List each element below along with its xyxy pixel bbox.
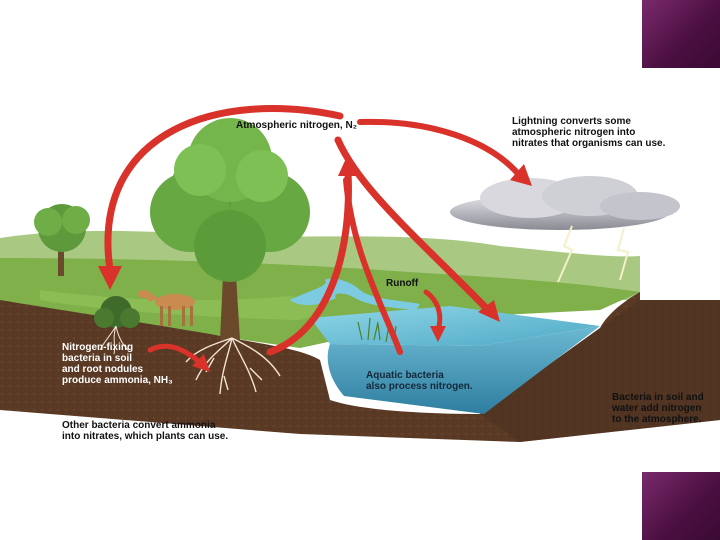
label-lightning: Lightning converts some atmospheric nitr… xyxy=(512,116,665,149)
label-other-bacteria: Other bacteria convert ammonia into nitr… xyxy=(62,420,228,442)
label-nitrogen-fixing: Nitrogen-fixing bacteria in soil and roo… xyxy=(62,342,173,386)
label-runoff: Runoff xyxy=(386,278,418,289)
storm-cloud xyxy=(450,176,680,230)
label-aquatic-bacteria: Aquatic bacteria also process nitrogen. xyxy=(366,370,473,392)
label-runoff-text: Runoff xyxy=(386,278,418,289)
label-fixing-line-2: bacteria in soil xyxy=(62,353,173,364)
label-aquatic-line-1: Aquatic bacteria xyxy=(366,370,473,381)
label-bacteria-soil-line-3: to the atmosphere. xyxy=(612,414,704,425)
label-lightning-line-3: nitrates that organisms can use. xyxy=(512,138,665,149)
label-bacteria-soil-line-2: water add nitrogen xyxy=(612,403,704,414)
label-fixing-line-4: produce ammonia, NH₃ xyxy=(62,375,173,386)
label-aquatic-line-2: also process nitrogen. xyxy=(366,381,473,392)
label-bacteria-soil-line-1: Bacteria in soil and xyxy=(612,392,704,403)
label-lightning-line-2: atmospheric nitrogen into xyxy=(512,127,665,138)
label-other-bacteria-line-2: into nitrates, which plants can use. xyxy=(62,431,228,442)
label-other-bacteria-line-1: Other bacteria convert ammonia xyxy=(62,420,228,431)
label-atmospheric-nitrogen: Atmospheric nitrogen, N₂ xyxy=(236,120,357,131)
label-bacteria-soil-water: Bacteria in soil and water add nitrogen … xyxy=(612,392,704,425)
label-lightning-line-1: Lightning converts some xyxy=(512,116,665,127)
arrow-to-lightning xyxy=(360,122,520,176)
label-fixing-line-3: and root nodules xyxy=(62,364,173,375)
label-fixing-line-1: Nitrogen-fixing xyxy=(62,342,173,353)
corner-accent-bottom xyxy=(642,472,720,540)
label-atmospheric-nitrogen-text: Atmospheric nitrogen, N₂ xyxy=(236,120,357,131)
